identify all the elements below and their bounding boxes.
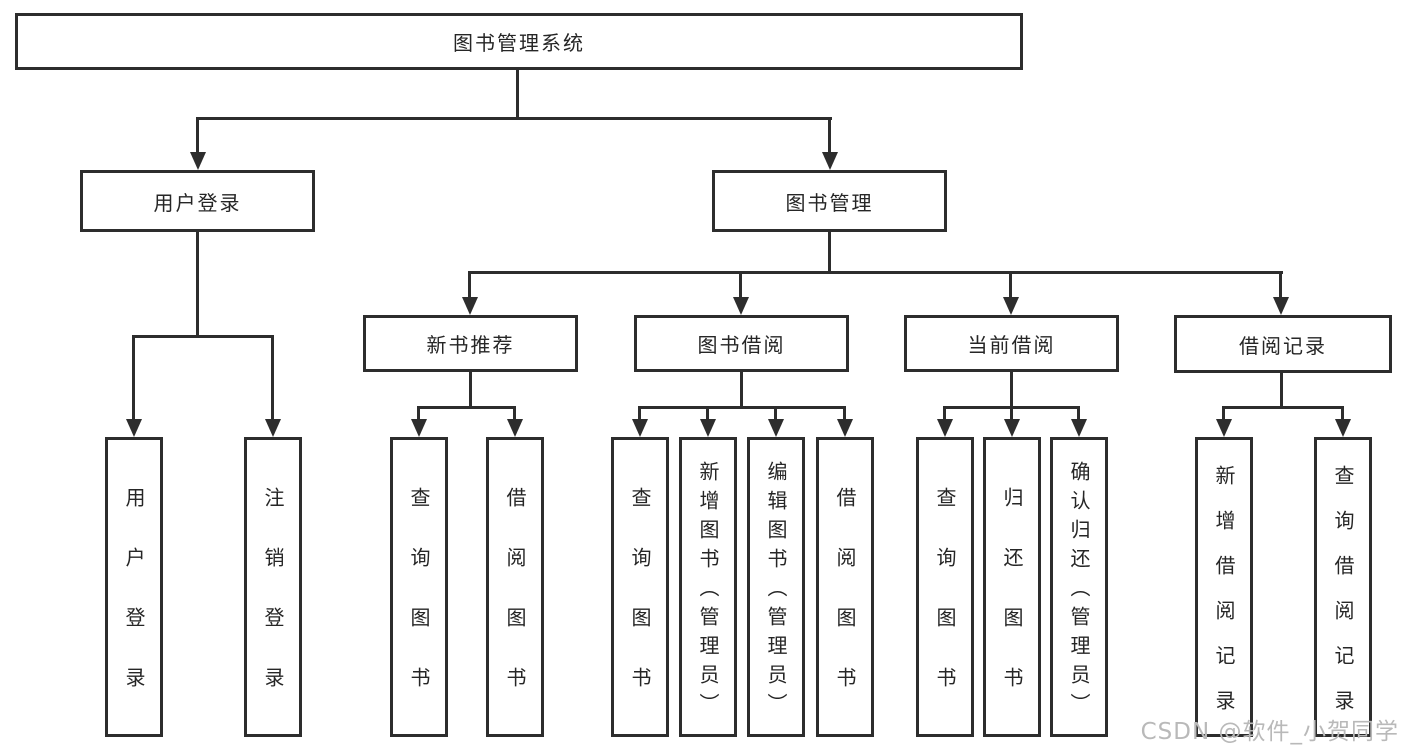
arrow-down-icon (1335, 419, 1351, 437)
leaf-add-borrow-record: 新增借阅记录 (1195, 437, 1253, 737)
arrow-down-icon (1216, 419, 1232, 437)
section-label: 当前借阅 (967, 333, 1056, 357)
connector-sec1-hline (638, 406, 846, 409)
leaf-query-books-borrow: 查询图书 (611, 437, 669, 737)
connector-root-stub-left (196, 117, 199, 155)
connector-sec2-stub (1010, 406, 1013, 422)
connector-book-stub (1279, 271, 1282, 301)
connector-sec1-stub (638, 406, 641, 422)
connector-sec0-stub (417, 406, 420, 422)
node-section-current-borrow: 当前借阅 (904, 315, 1119, 372)
arrow-down-icon (822, 152, 838, 170)
connector-sec0-vline (469, 372, 472, 409)
arrow-down-icon (1003, 297, 1019, 315)
node-section-book-borrow: 图书借阅 (634, 315, 849, 372)
connector-sec1-stub (843, 406, 846, 422)
leaf-label: 注销登录 (261, 487, 285, 727)
section-label: 借阅记录 (1239, 333, 1327, 358)
section-label: 图书借阅 (697, 333, 786, 357)
leaf-label: 编辑图书（管理员） (764, 461, 788, 722)
connector-root-stub-right (828, 117, 831, 155)
node-user-login-branch: 用户登录 (80, 170, 315, 232)
connector-user-stub (271, 335, 274, 421)
connector-sec2-stub (943, 406, 946, 422)
connector-root-vline (516, 70, 519, 118)
node-root-system: 图书管理系统 (15, 13, 1023, 70)
connector-sec1-vline (740, 372, 743, 409)
connector-sec1-stub (706, 406, 709, 422)
node-book-management-label: 图书管理 (785, 190, 874, 215)
connector-user-vline (196, 232, 199, 337)
connector-sec2-vline (1010, 372, 1013, 409)
connector-root-hline (197, 117, 832, 120)
leaf-query-borrow-record: 查询借阅记录 (1314, 437, 1372, 737)
connector-book-stub (468, 271, 471, 301)
arrow-down-icon (700, 419, 716, 437)
node-section-new-book-recommend: 新书推荐 (363, 315, 578, 372)
leaf-label: 新增借阅记录 (1212, 464, 1236, 735)
connector-sec2-stub (1077, 406, 1080, 422)
arrow-down-icon (1071, 419, 1087, 437)
leaf-confirm-return-admin: 确认归还（管理员） (1050, 437, 1108, 737)
leaf-query-books-recommend: 查询图书 (390, 437, 448, 737)
arrow-down-icon (265, 419, 281, 437)
leaf-label: 新增图书（管理员） (696, 461, 720, 722)
arrow-down-icon (462, 297, 478, 315)
connector-user-hline (132, 335, 274, 338)
connector-book-stub (739, 271, 742, 301)
node-root-label: 图书管理系统 (453, 31, 585, 55)
arrow-down-icon (632, 419, 648, 437)
connector-sec1-stub (774, 406, 777, 422)
leaf-label: 借阅图书 (833, 487, 857, 727)
arrow-down-icon (1273, 297, 1289, 315)
arrow-down-icon (1004, 419, 1020, 437)
arrow-down-icon (733, 297, 749, 315)
connector-sec3-stub (1222, 406, 1225, 422)
leaf-edit-books-admin: 编辑图书（管理员） (747, 437, 805, 737)
connector-sec0-hline (417, 406, 516, 409)
node-book-management-branch: 图书管理 (712, 170, 947, 232)
leaf-user-login: 用户登录 (105, 437, 163, 737)
connector-book-hline (469, 271, 1283, 274)
leaf-add-books-admin: 新增图书（管理员） (679, 437, 737, 737)
csdn-watermark: CSDN @软件_小贺同学 (1140, 719, 1399, 745)
connector-book-stub (1009, 271, 1012, 301)
leaf-label: 借阅图书 (503, 487, 527, 727)
leaf-label: 用户登录 (122, 487, 146, 727)
arrow-down-icon (837, 419, 853, 437)
connector-sec3-stub (1341, 406, 1344, 422)
leaf-borrow-books-recommend: 借阅图书 (486, 437, 544, 737)
arrow-down-icon (190, 152, 206, 170)
connector-sec0-stub (513, 406, 516, 422)
leaf-query-books-current: 查询图书 (916, 437, 974, 737)
arrow-down-icon (126, 419, 142, 437)
arrow-down-icon (411, 419, 427, 437)
connector-user-stub (132, 335, 135, 421)
leaf-label: 查询图书 (933, 487, 957, 727)
arrow-down-icon (768, 419, 784, 437)
leaf-logout: 注销登录 (244, 437, 302, 737)
arrow-down-icon (507, 419, 523, 437)
leaf-label: 查询图书 (407, 487, 431, 727)
node-section-borrow-records: 借阅记录 (1174, 315, 1392, 373)
connector-sec3-hline (1222, 406, 1344, 409)
leaf-return-books: 归还图书 (983, 437, 1041, 737)
leaf-borrow-books: 借阅图书 (816, 437, 874, 737)
arrow-down-icon (937, 419, 953, 437)
leaf-label: 查询图书 (628, 487, 652, 727)
section-label: 新书推荐 (426, 333, 515, 357)
node-user-login-label: 用户登录 (153, 190, 242, 215)
leaf-label: 归还图书 (1000, 487, 1024, 727)
leaf-label: 确认归还（管理员） (1067, 461, 1091, 722)
leaf-label: 查询借阅记录 (1331, 464, 1355, 735)
connector-book-vline (828, 232, 831, 274)
connector-sec3-vline (1280, 373, 1283, 409)
